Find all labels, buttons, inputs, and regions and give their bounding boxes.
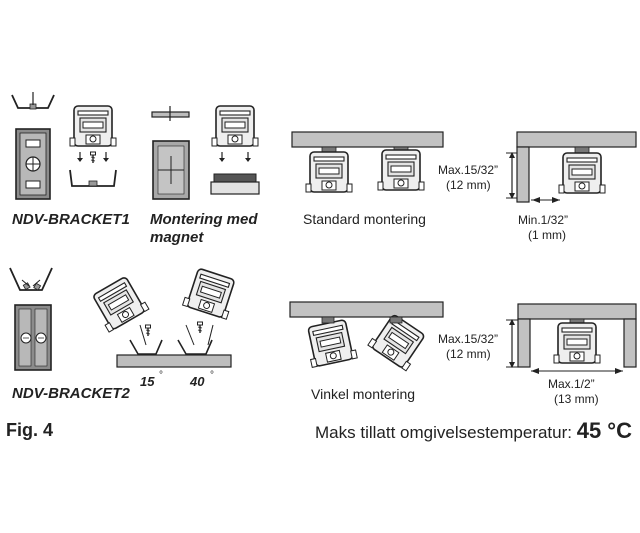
standard-mounting [291, 131, 444, 193]
bracket1-front-plate [15, 128, 51, 200]
temperature-value: 45 °C [576, 418, 632, 443]
angle-15-degree: ° [159, 370, 163, 381]
magnet-top-view [151, 106, 190, 121]
magnet-front-plate [152, 140, 190, 200]
angled-mounting [289, 301, 444, 372]
bracket1-label: NDV-BRACKET1 [12, 211, 130, 228]
bracket1-assembly [69, 105, 117, 187]
magnet-label-line2: magnet [150, 229, 204, 246]
ang-max2-mm: (13 mm) [554, 392, 599, 406]
std-min-mm: (1 mm) [528, 228, 566, 242]
bracket2-top-view [9, 267, 53, 291]
angled-dimension-box [506, 303, 637, 374]
figure-label: Fig. 4 [6, 420, 54, 440]
magnet-label-line1: Montering med [150, 211, 258, 228]
temperature-note: Maks tillatt omgivelsestemperatur: 45 °C [315, 418, 632, 444]
bracket2-assembly [88, 266, 240, 368]
ang-max2-in: Max.1/2” [548, 377, 595, 391]
ang-max-mm: (12 mm) [446, 347, 491, 361]
angled-label: Vinkel montering [311, 386, 415, 402]
angle-15-label: 15 [140, 374, 155, 389]
angle-40-degree: ° [210, 370, 214, 381]
std-max-in: Max.15/32” [438, 163, 498, 177]
bracket2-label: NDV-BRACKET2 [12, 385, 130, 402]
ang-max-in: Max.15/32” [438, 332, 498, 346]
standard-dimension-box [506, 131, 637, 203]
std-min-in: Min.1/32” [518, 213, 568, 227]
angle-40-label: 40 [189, 374, 205, 389]
bracket2-front-plate [14, 304, 52, 371]
temperature-label: Maks tillatt omgivelsestemperatur: [315, 423, 577, 442]
magnet-assembly [210, 105, 260, 195]
std-max-mm: (12 mm) [446, 178, 491, 192]
bracket1-top-view [11, 92, 55, 110]
standard-label: Standard montering [303, 211, 426, 227]
